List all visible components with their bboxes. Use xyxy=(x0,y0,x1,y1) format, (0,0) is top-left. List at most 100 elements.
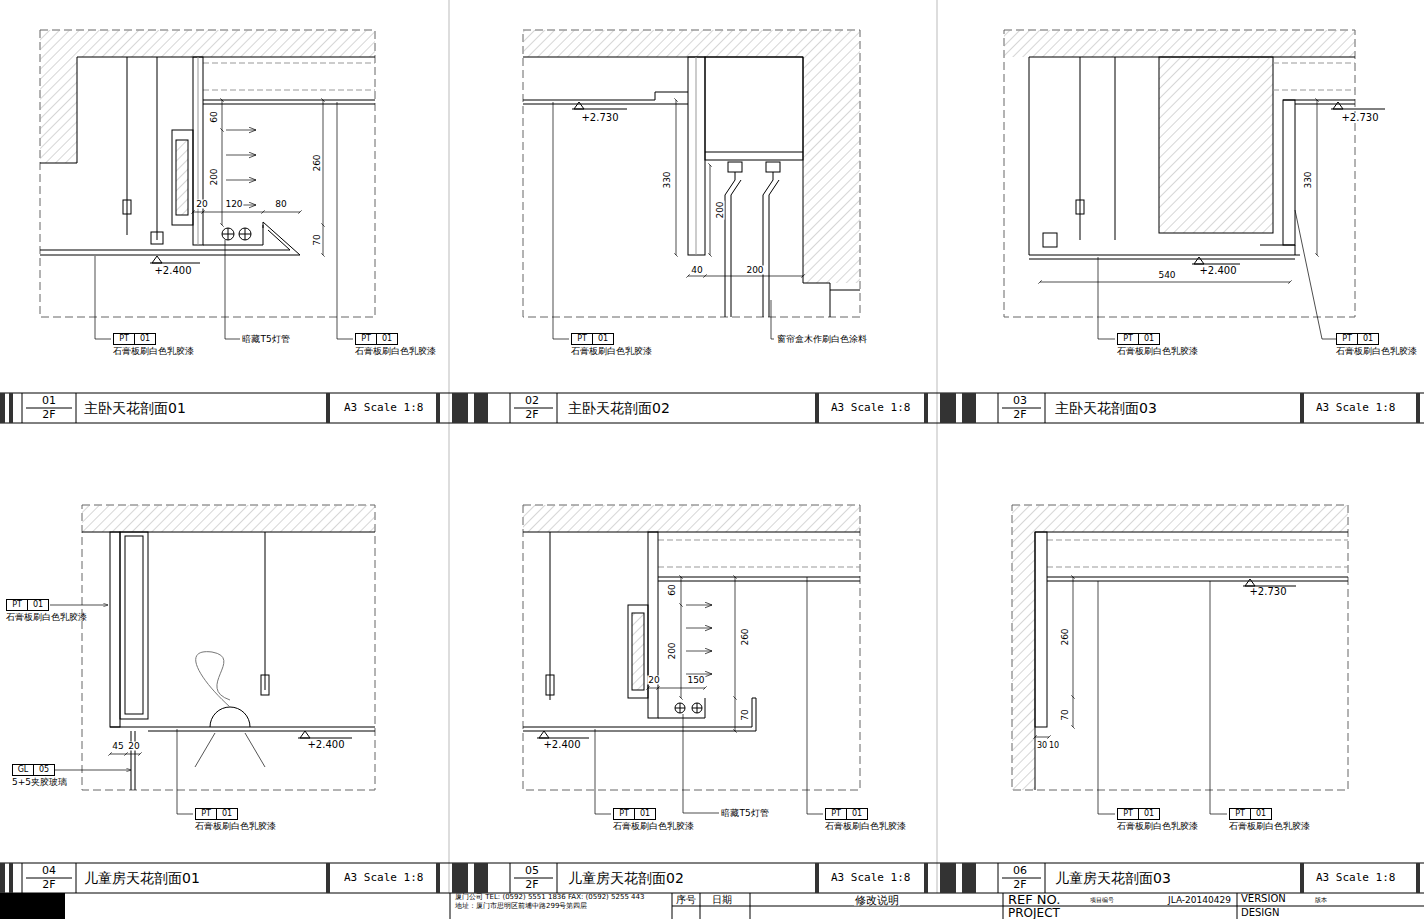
section-04 xyxy=(50,505,375,814)
tag-row: PT01 xyxy=(571,333,652,345)
dimension-text: 60 xyxy=(668,583,677,596)
drawing-number: 01 xyxy=(29,395,69,407)
material-code: PT xyxy=(1229,808,1251,820)
material-note: 石膏板刷白色乳胶漆 xyxy=(571,346,652,357)
tag-row: PT01 xyxy=(6,599,87,611)
elevation-mark: +2.400 xyxy=(153,266,192,276)
dimension-text: 20 xyxy=(647,676,660,685)
material-number: 01 xyxy=(593,333,614,345)
tag-row: PT01 xyxy=(1117,333,1198,345)
tag-row: PT01 xyxy=(195,808,276,820)
floor-label: 2F xyxy=(512,879,552,891)
dimension-text: 20 xyxy=(195,200,208,209)
material-note: 石膏板刷白色乳胶漆 xyxy=(825,821,906,832)
material-tag: PT01石膏板刷白色乳胶漆 xyxy=(6,599,87,623)
material-code: PT xyxy=(1336,333,1358,345)
callout-note: 暗藏T5灯管 xyxy=(241,335,290,344)
material-number: 01 xyxy=(377,333,398,345)
drawing-number: 06 xyxy=(1000,865,1040,877)
dimension-text: 45 xyxy=(111,742,124,751)
dimension-text: 260 xyxy=(1061,627,1070,646)
dimension-text: 70 xyxy=(313,233,322,246)
callout-note: 暗藏T5灯管 xyxy=(720,809,769,818)
tag-row: PT01 xyxy=(613,808,694,820)
scale-label: A3 Scale 1:8 xyxy=(1316,872,1395,884)
material-code: PT xyxy=(825,808,847,820)
material-code: PT xyxy=(571,333,593,345)
elevation-mark: +2.400 xyxy=(306,740,345,750)
tag-row: PT01 xyxy=(1336,333,1417,345)
material-tag: PT01石膏板刷白色乳胶漆 xyxy=(195,808,276,832)
elevation-mark: +2.730 xyxy=(1340,113,1379,123)
dimension-text: 30 xyxy=(1036,742,1048,750)
title-bar: 012F主卧天花剖面01A3 Scale 1:8 xyxy=(1,393,441,423)
material-code: PT xyxy=(1117,808,1139,820)
dimension-text: 200 xyxy=(716,200,725,219)
title-block-text: JLA-20140429 xyxy=(1168,896,1231,905)
elevation-mark: +2.730 xyxy=(580,113,619,123)
elevation-mark: +2.400 xyxy=(542,740,581,750)
tag-row: PT01 xyxy=(1117,808,1198,820)
material-note: 石膏板刷白色乳胶漆 xyxy=(613,821,694,832)
material-code: PT xyxy=(613,808,635,820)
material-code: PT xyxy=(6,599,28,611)
material-note: 石膏板刷白色乳胶漆 xyxy=(195,821,276,832)
drawing-title: 儿童房天花剖面01 xyxy=(84,870,200,886)
dimension-text: 10 xyxy=(1048,742,1060,750)
dimension-text: 330 xyxy=(1304,170,1313,189)
floor-label: 2F xyxy=(29,879,69,891)
material-number: 01 xyxy=(28,599,49,611)
material-number: 01 xyxy=(1251,808,1272,820)
title-bar: 062F儿童房天花剖面03A3 Scale 1:8 xyxy=(938,863,1420,893)
dimension-text: 200 xyxy=(210,167,219,186)
dimension-text: 70 xyxy=(741,708,750,721)
dimension-text: 260 xyxy=(313,153,322,172)
material-number: 01 xyxy=(135,333,156,345)
material-number: 01 xyxy=(1358,333,1379,345)
tag-row: PT01 xyxy=(355,333,436,345)
title-bar: 032F主卧天花剖面03A3 Scale 1:8 xyxy=(938,393,1420,423)
material-tag: PT01石膏板刷白色乳胶漆 xyxy=(355,333,436,357)
drawing-title: 儿童房天花剖面02 xyxy=(568,870,684,886)
title-block-text: VERSION xyxy=(1241,894,1286,904)
drawing-title: 主卧天花剖面01 xyxy=(84,400,186,416)
material-note: 石膏板刷白色乳胶漆 xyxy=(1117,821,1198,832)
material-note: 石膏板刷白色乳胶漆 xyxy=(355,346,436,357)
material-note: 石膏板刷白色乳胶漆 xyxy=(1117,346,1198,357)
dimension-text: 200 xyxy=(745,266,764,275)
material-tag: PT01石膏板刷白色乳胶漆 xyxy=(113,333,194,357)
dimension-text: 330 xyxy=(663,170,672,189)
title-bar: 042F儿童房天花剖面01A3 Scale 1:8 xyxy=(1,863,441,893)
title-block-text: 日期 xyxy=(712,895,732,905)
scale-label: A3 Scale 1:8 xyxy=(1316,402,1395,414)
title-bar: 022F主卧天花剖面02A3 Scale 1:8 xyxy=(450,393,928,423)
dimension-text: 540 xyxy=(1157,271,1176,280)
elevation-mark: +2.730 xyxy=(1248,587,1287,597)
dimension-text: 260 xyxy=(741,627,750,646)
tag-row: PT01 xyxy=(1229,808,1310,820)
drawing-number: 04 xyxy=(29,865,69,877)
dimension-text: 70 xyxy=(1061,708,1070,721)
title-block-text: 项目编号 xyxy=(1090,897,1114,903)
dimension-text: 200 xyxy=(668,641,677,660)
dimension-text: 80 xyxy=(274,200,287,209)
dimension-text: 20 xyxy=(127,742,140,751)
title-block-text: 序号 xyxy=(676,895,696,905)
dimension-text: 60 xyxy=(210,110,219,123)
elevation-mark: +2.400 xyxy=(1198,266,1237,276)
material-tag: PT01石膏板刷白色乳胶漆 xyxy=(613,808,694,832)
drawing-number: 03 xyxy=(1000,395,1040,407)
floor-label: 2F xyxy=(1000,879,1040,891)
drawing-number: 05 xyxy=(512,865,552,877)
drawing-number: 02 xyxy=(512,395,552,407)
floor-label: 2F xyxy=(512,409,552,421)
material-code: PT xyxy=(195,808,217,820)
scale-label: A3 Scale 1:8 xyxy=(344,402,423,414)
tag-row: GL05 xyxy=(12,764,67,776)
dimension-text: 120 xyxy=(224,200,243,209)
material-note: 石膏板刷白色乳胶漆 xyxy=(1229,821,1310,832)
material-note: 石膏板刷白色乳胶漆 xyxy=(6,612,87,623)
title-bars xyxy=(0,393,1424,919)
title-block-text: REF NO. xyxy=(1008,893,1060,906)
